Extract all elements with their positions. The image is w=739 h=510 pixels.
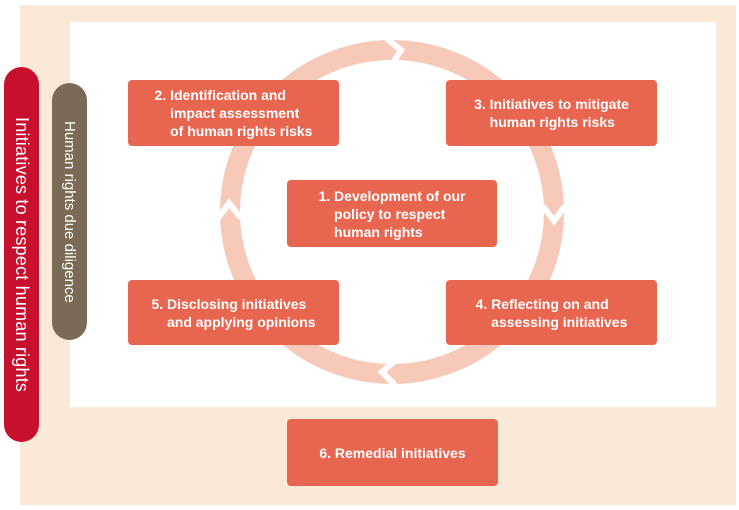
- step-2-label: 2. Identification and impact assessment …: [154, 87, 313, 139]
- cycle-arrow-right: [540, 204, 568, 227]
- step-1-label: 1. Development of our policy to respect …: [318, 187, 466, 240]
- step-6-remedial-initiatives: 6. Remedial initiatives: [287, 419, 498, 486]
- cycle-arrow-left: [215, 198, 244, 220]
- human-rights-due-diligence-label: Human rights due diligence: [52, 83, 87, 340]
- step-2-risk-identification: 2. Identification and impact assessment …: [128, 80, 339, 146]
- initiatives-to-respect-human-rights-label: Initiatives to respect human rights: [4, 67, 39, 442]
- outer-pill-text: Initiatives to respect human rights: [12, 116, 32, 393]
- inner-pill-text: Human rights due diligence: [61, 120, 78, 303]
- step-5-label: 5. Disclosing initiatives and applying o…: [151, 295, 316, 330]
- step-3-label: 3. Initiatives to mitigate human rights …: [474, 96, 629, 130]
- cycle-ring-circle: [220, 40, 564, 384]
- cycle-arrow-top: [385, 36, 405, 66]
- step-4-label: 4. Reflecting on and assessing initiativ…: [475, 295, 628, 330]
- step-1-policy-development: 1. Development of our policy to respect …: [287, 180, 497, 247]
- step-6-label: 6. Remedial initiatives: [319, 444, 466, 461]
- cycle-arrow-bottom: [377, 356, 399, 388]
- step-3-risk-mitigation: 3. Initiatives to mitigate human rights …: [446, 80, 657, 146]
- step-5-disclosure: 5. Disclosing initiatives and applying o…: [128, 280, 339, 345]
- step-4-reflection-assessment: 4. Reflecting on and assessing initiativ…: [446, 280, 657, 345]
